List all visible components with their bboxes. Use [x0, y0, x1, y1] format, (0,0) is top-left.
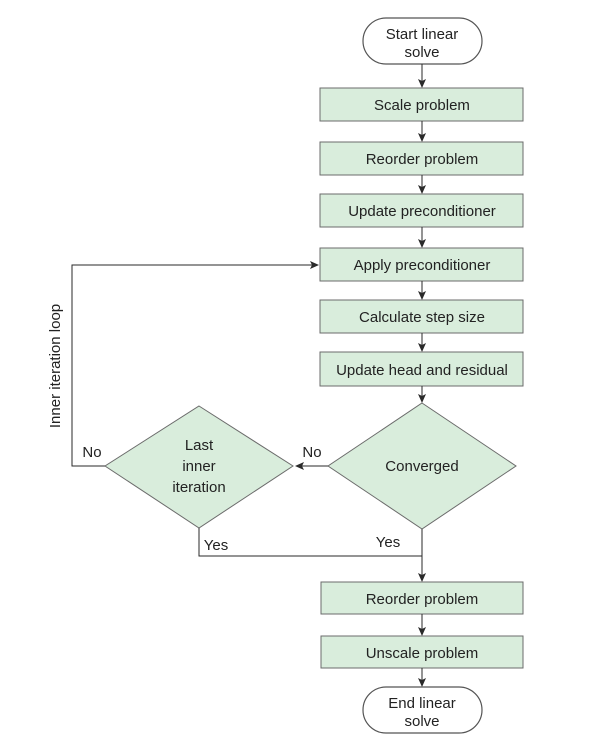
- last-inner-label-line3: iteration: [172, 479, 225, 496]
- line-last-inner-yes: [198, 528, 422, 557]
- reorder-problem-bottom-label: Reorder problem: [366, 591, 479, 608]
- step-size-box: [319, 299, 524, 334]
- end-terminal: [362, 686, 483, 734]
- apply-preconditioner-box: [319, 247, 524, 282]
- update-preconditioner-label: Update preconditioner: [348, 203, 496, 220]
- last-inner-yes-label: Yes: [204, 537, 228, 554]
- last-inner-no-label: No: [82, 444, 101, 461]
- converged-label: Converged: [385, 458, 458, 475]
- unscale-problem-label: Unscale problem: [366, 645, 479, 662]
- start-label-line1: Start linear: [386, 26, 459, 43]
- converged-no-label: No: [302, 444, 321, 461]
- reorder-problem-top-label: Reorder problem: [366, 151, 479, 168]
- update-preconditioner-box: [319, 193, 524, 228]
- last-inner-label-line2: inner: [182, 458, 215, 475]
- end-label-line1: End linear: [388, 695, 456, 712]
- end-label-line2: solve: [404, 713, 439, 730]
- unscale-problem-box: [320, 635, 524, 669]
- update-head-label: Update head and residual: [336, 362, 508, 379]
- last-inner-label-line1: Last: [185, 437, 214, 454]
- apply-preconditioner-label: Apply preconditioner: [354, 257, 491, 274]
- start-label-line2: solve: [404, 44, 439, 61]
- scale-problem-box: [319, 87, 524, 122]
- inner-iteration-loop-label: Inner iteration loop: [47, 304, 64, 428]
- arrow-inner-iteration-loop: [71, 261, 319, 467]
- update-head-box: [319, 351, 524, 387]
- reorder-problem-bottom-box: [320, 581, 524, 615]
- scale-problem-label: Scale problem: [374, 97, 470, 114]
- step-size-label: Calculate step size: [359, 309, 485, 326]
- converged-yes-label: Yes: [376, 534, 400, 551]
